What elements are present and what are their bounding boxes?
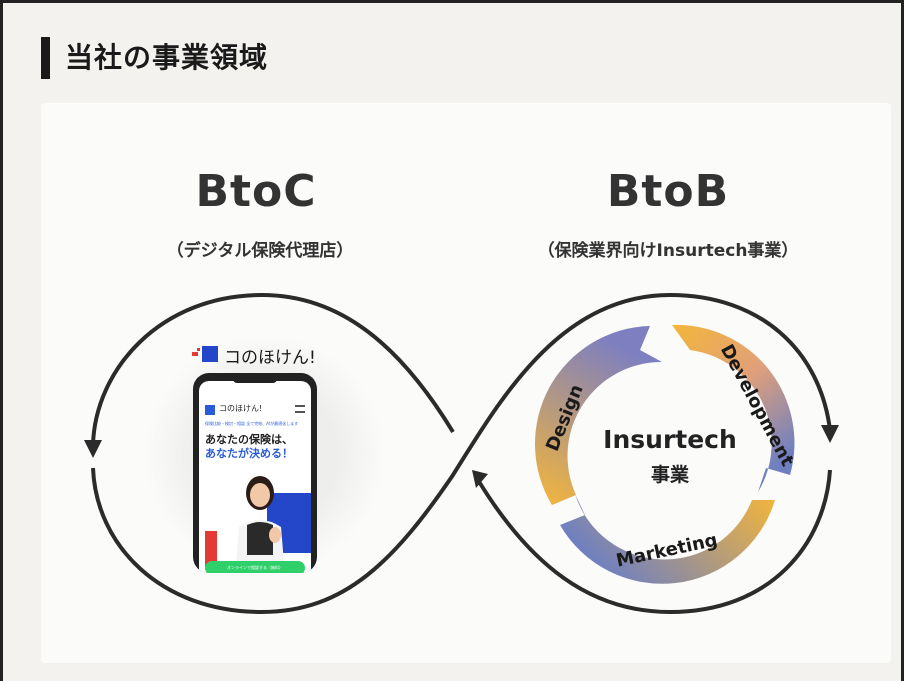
woman-photo-icon xyxy=(235,476,285,573)
insurtech-subtitle: 事業 xyxy=(650,464,689,486)
infinity-loop-left xyxy=(91,292,455,446)
btob-subtitle: （保険業界向けInsurtech事業） xyxy=(537,241,799,261)
app-tagline: 保険比較・検討・相談 全て完結、AIが最適化します xyxy=(205,421,299,426)
btoc-subtitle: （デジタル保険代理店） xyxy=(166,241,354,261)
phone-screen: コのほけん! 保険比較・検討・相談 全て完結、AIが最適化します あなたの保険は… xyxy=(199,381,311,573)
app-headline-2: あなたが決める！ xyxy=(205,447,293,460)
app-logo-icon xyxy=(205,405,215,415)
cycle-arc-development xyxy=(672,324,795,492)
arrowhead-left xyxy=(84,440,102,458)
arrowhead-right xyxy=(821,425,839,443)
brand-logo-mark-accent xyxy=(197,348,200,351)
brand-logo-mark-accent xyxy=(192,352,198,356)
btob-title: BtoB xyxy=(606,166,730,217)
hero-red-shape xyxy=(205,531,217,567)
cycle-arc-design xyxy=(534,326,662,505)
hamburger-menu-icon xyxy=(295,405,305,413)
infinity-loop-left-lower xyxy=(91,292,832,615)
page-title: 当社の事業領域 xyxy=(65,41,269,74)
cycle-arc-marketing xyxy=(560,494,775,584)
brand-name: コのほけん! xyxy=(224,348,316,368)
insurtech-title: Insurtech xyxy=(603,425,737,454)
btoc-title: BtoC xyxy=(195,166,317,217)
consult-button: オンラインで相談する（無料） xyxy=(205,561,305,573)
app-headline-1: あなたの保険は、 xyxy=(205,433,293,446)
smartphone-mockup: コのほけん! 保険比較・検討・相談 全て完結、AIが最適化します あなたの保険は… xyxy=(193,373,317,573)
app-name: コのほけん! xyxy=(219,404,263,413)
phone-notch xyxy=(233,375,277,383)
brand-logo-icon xyxy=(202,346,218,362)
title-accent-bar xyxy=(41,37,50,79)
insurtech-center: Insurtech 事業 xyxy=(570,425,770,487)
arrowhead-center xyxy=(472,470,488,488)
infinity-loop-right-lower xyxy=(476,469,832,615)
